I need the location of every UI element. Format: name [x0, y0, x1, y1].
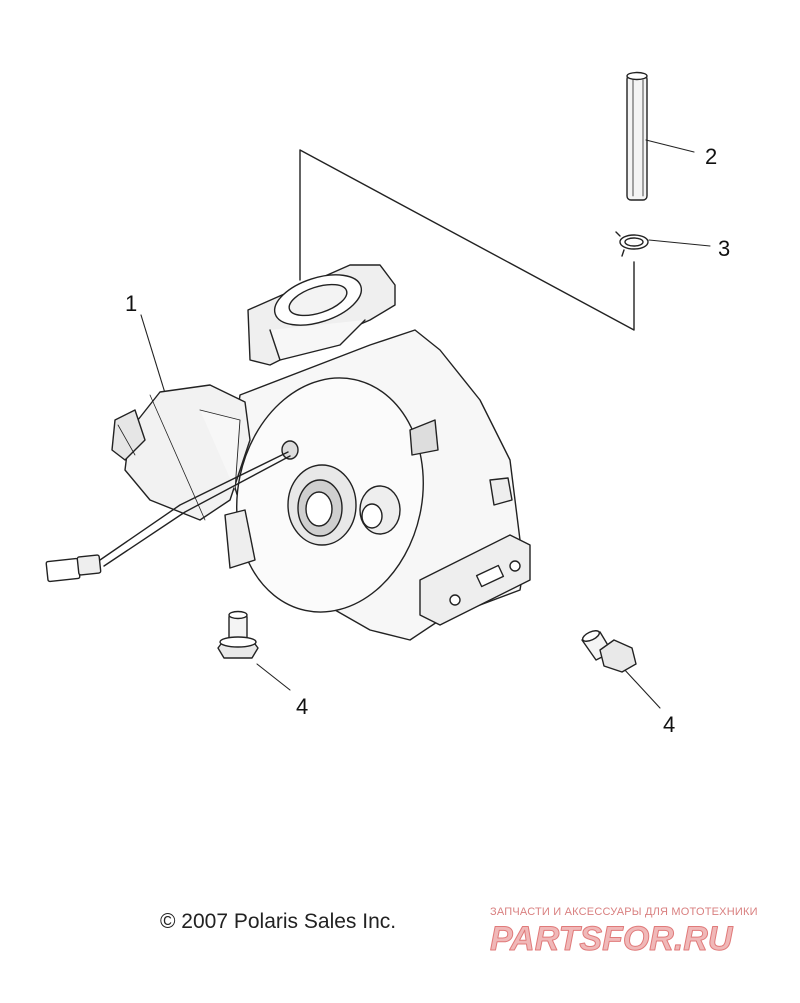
callout-1: 1: [125, 291, 138, 316]
copyright-notice: © 2007 Polaris Sales Inc.: [160, 910, 397, 933]
bolt-part-right: [581, 630, 637, 673]
clamp-part: [615, 231, 649, 257]
callout-2: 2: [705, 144, 718, 169]
gearcase-assembly: [45, 264, 531, 641]
watermark-logo: PARTSFOR.RU: [490, 920, 734, 958]
callout-3: 3: [718, 236, 731, 261]
leader-lines: [140, 139, 711, 709]
callout-4-left: 4: [296, 694, 309, 719]
assembly-bracket-lines: [299, 149, 635, 331]
watermark-caption: ЗАПЧАСТИ И АКСЕССУАРЫ ДЛЯ МОТОТЕХНИКИ: [490, 906, 758, 918]
callout-4-right: 4: [663, 712, 676, 737]
bolt-part-left: [217, 610, 259, 659]
hose-part: [626, 71, 648, 201]
